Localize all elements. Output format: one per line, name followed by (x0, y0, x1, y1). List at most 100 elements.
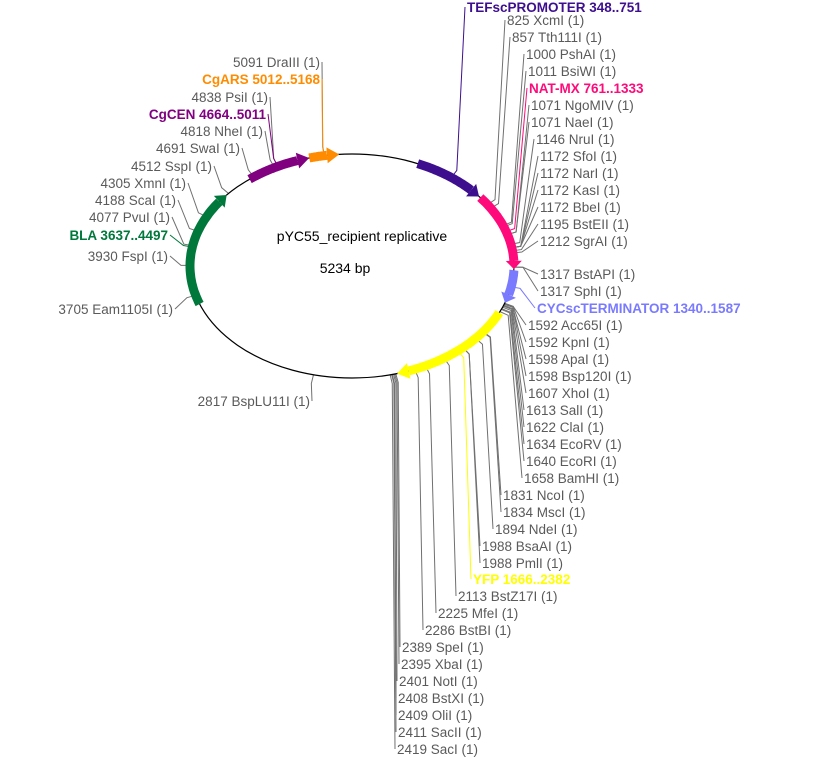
feature-arc[interactable] (407, 310, 504, 376)
restriction-site-label[interactable]: 2411 SacII (1) (398, 725, 482, 740)
restriction-site-label[interactable]: 1613 SalI (1) (526, 403, 603, 418)
restriction-site-label[interactable]: 1592 KpnI (1) (528, 335, 610, 350)
restriction-site-label[interactable]: 2225 MfeI (1) (438, 606, 518, 621)
site-leader-line (482, 331, 502, 513)
restriction-site-label[interactable]: 1658 BamHI (1) (524, 471, 619, 486)
site-leader-line (425, 365, 437, 614)
site-leader-line (213, 165, 229, 194)
restriction-site-label[interactable]: 1172 KasI (1) (540, 183, 620, 198)
site-leader-line (310, 374, 314, 402)
restriction-site-label[interactable]: 4691 SwaI (1) (156, 141, 240, 156)
site-leader-line (389, 374, 396, 750)
site-leader-line (395, 373, 401, 648)
feature-arc[interactable] (247, 156, 299, 184)
restriction-site-label[interactable]: 4838 PsiI (1) (191, 90, 268, 105)
restriction-site-label[interactable]: 2389 SpeI (1) (402, 640, 484, 655)
feature-label[interactable]: YFP 1666..2382 (473, 572, 570, 587)
site-leader-line (462, 347, 481, 564)
restriction-site-label[interactable]: 1988 PmlI (1) (482, 556, 563, 571)
restriction-site-label[interactable]: 1146 NruI (1) (536, 132, 615, 147)
restriction-site-label[interactable]: 2419 SacI (1) (397, 742, 478, 757)
site-leader-line (487, 19, 506, 206)
restriction-site-label[interactable]: 2401 NotI (1) (399, 674, 478, 689)
site-leader-line (503, 304, 527, 394)
feature-label[interactable]: NAT-MX 761..1333 (529, 81, 644, 96)
restriction-site-label[interactable]: 1831 NcoI (1) (503, 488, 585, 503)
site-leader-line (177, 199, 199, 232)
restriction-site-label[interactable]: 2286 BstBI (1) (425, 623, 511, 638)
feature-label[interactable]: BLA 3637..4497 (69, 228, 168, 243)
restriction-site-label[interactable]: 4305 XmnI (1) (100, 176, 186, 191)
restriction-site-label[interactable]: 1894 NdeI (1) (495, 522, 578, 537)
feature-arrows (185, 147, 522, 379)
restriction-site-label[interactable]: 1317 BstAPI (1) (540, 267, 635, 282)
restriction-site-label[interactable]: 1172 BbeI (1) (540, 200, 621, 215)
restriction-site-label[interactable]: 1071 NgoMIV (1) (531, 98, 634, 113)
feature-arrowhead-icon (397, 363, 411, 379)
plasmid-name: pYC55_recipient replicative (277, 228, 448, 244)
restriction-site-label[interactable]: 1195 BstEII (1) (540, 217, 629, 232)
site-leader-line (391, 374, 397, 733)
site-leader-line (414, 369, 424, 631)
site-leader-line (503, 70, 527, 228)
restriction-site-label[interactable]: 4512 SspI (1) (131, 159, 212, 174)
restriction-site-label[interactable]: 1172 SfoI (1) (540, 149, 617, 164)
site-leader-line (241, 147, 255, 178)
feature-label[interactable]: CgCEN 4664..5011 (149, 107, 267, 122)
restriction-site-label[interactable]: 2409 OliI (1) (398, 708, 472, 723)
labels: 825 XcmI (1) 857 Tth111I (1) 1000 PshAI (1… (58, 0, 740, 757)
feature-arrowhead-icon (466, 183, 480, 197)
restriction-site-label[interactable]: 3705 Eam1105I (1) (58, 302, 173, 317)
restriction-site-label[interactable]: 1212 SgrAI (1) (540, 234, 628, 249)
restriction-site-label[interactable]: 1598 Bsp120I (1) (528, 369, 632, 384)
restriction-site-label[interactable]: 1172 NarI (1) (540, 166, 619, 181)
restriction-site-label[interactable]: 4077 PvuI (1) (89, 210, 170, 225)
feature-label[interactable]: CgARS 5012..5168 (202, 72, 320, 87)
feature-arc[interactable] (416, 159, 474, 194)
feature-leader-line (457, 350, 472, 580)
restriction-site-label[interactable]: 2395 XbaI (1) (401, 657, 483, 672)
feature-arrowhead-icon (295, 152, 310, 169)
feature-label[interactable]: TEFscPROMOTER 348..751 (467, 0, 642, 15)
feature-leader-line (450, 6, 466, 178)
restriction-site-label[interactable]: 1000 PshAI (1) (526, 47, 616, 62)
restriction-site-label[interactable]: 1634 EcoRV (1) (526, 437, 622, 452)
feature-arc[interactable] (185, 198, 223, 307)
site-leader-line (501, 308, 525, 462)
restriction-site-label[interactable]: 1988 BsaAI (1) (482, 539, 572, 554)
restriction-site-label[interactable]: 825 XcmI (1) (507, 13, 584, 28)
restriction-site-label[interactable]: 1071 NaeI (1) (531, 115, 614, 130)
restriction-site-label[interactable]: 2408 BstXI (1) (398, 691, 484, 706)
site-leader-line (490, 36, 511, 209)
site-leader-line (269, 96, 279, 167)
restriction-site-label[interactable]: 2113 BstZ17I (1) (458, 589, 558, 604)
restriction-site-label[interactable]: 1834 MscI (1) (503, 505, 586, 520)
feature-arc[interactable] (308, 150, 329, 163)
restriction-site-label[interactable]: 1640 EcoRI (1) (526, 454, 617, 469)
site-leader-line (513, 266, 539, 292)
restriction-site-label[interactable]: 3930 FspI (1) (88, 249, 168, 264)
restriction-site-label[interactable]: 1607 XhoI (1) (528, 386, 610, 401)
feature-arrowhead-icon (213, 195, 227, 208)
feature-arrowhead-icon (505, 260, 522, 270)
restriction-site-label[interactable]: 4188 ScaI (1) (95, 193, 176, 208)
site-leader-line (499, 311, 523, 479)
feature-arrowhead-icon (501, 291, 516, 303)
restriction-site-label[interactable]: 1622 ClaI (1) (526, 420, 604, 435)
feature-label[interactable]: CYCscTERMINATOR 1340..1587 (537, 301, 741, 316)
restriction-site-label[interactable]: 1592 Acc65I (1) (528, 318, 623, 333)
restriction-site-label[interactable]: 5091 DraIII (1) (233, 55, 320, 70)
feature-arc[interactable] (504, 269, 519, 297)
feature-arrowhead-icon (326, 147, 340, 164)
restriction-site-label[interactable]: 1317 SphI (1) (540, 284, 622, 299)
site-leader-line (503, 305, 525, 411)
restriction-site-label[interactable]: 1011 BsiWI (1) (528, 64, 616, 79)
site-leader-line (504, 303, 527, 377)
feature-arc[interactable] (477, 194, 519, 262)
restriction-site-label[interactable]: 1598 ApaI (1) (528, 352, 609, 367)
restriction-site-label[interactable]: 857 Tth111I (1) (512, 30, 602, 45)
site-leader-line (475, 338, 494, 530)
restriction-site-label[interactable]: 4818 NheI (1) (180, 124, 263, 139)
restriction-site-label[interactable]: 2817 BspLU11I (1) (198, 394, 310, 409)
